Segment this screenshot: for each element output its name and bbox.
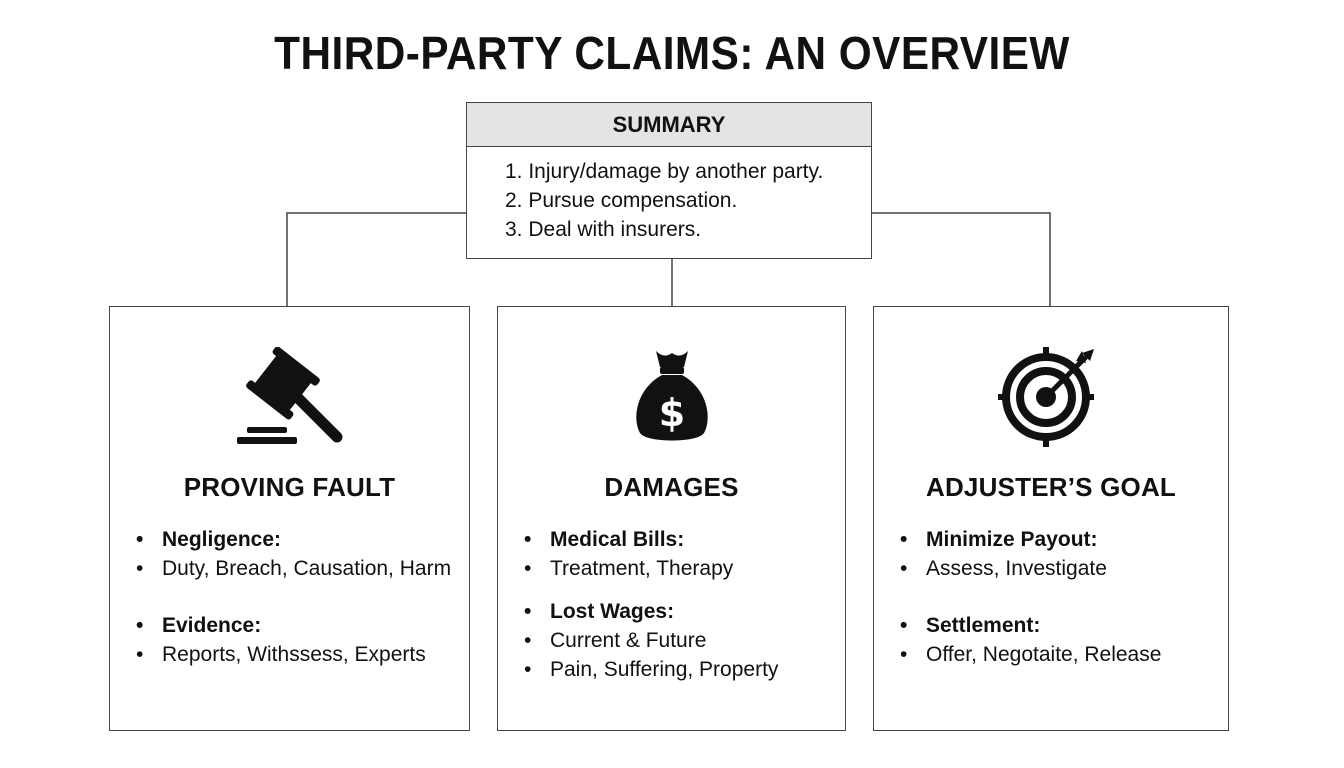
list-item: •Duty, Breach, Causation, Harm [136,557,452,580]
list-item: •Pain, Suffering, Property [524,658,779,681]
page-title: THIRD-PARTY CLAIMS: AN OVERVIEW [274,27,1070,79]
list-item: •Offer, Negotaite, Release [900,643,1162,666]
summary-box: SUMMARY 1. Injury/damage by another part… [466,102,872,259]
summary-list: 1. Injury/damage by another party. 2. Pu… [467,157,871,244]
summary-heading: SUMMARY [467,103,871,147]
card-heading: PROVING FAULT [183,472,396,502]
card-adjusters-goal: ADJUSTER’S GOAL •Minimize Payout: •Asses… [873,306,1229,731]
summary-item: 2. Pursue compensation. [505,189,738,212]
list-item: •Settlement: [900,614,1041,637]
summary-item: 1. Injury/damage by another party. [505,160,824,183]
connector-left [286,212,466,306]
list-item: •Assess, Investigate [900,557,1107,580]
money-bag-icon: $ [498,347,845,447]
card-list: •Medical Bills: •Treatment, Therapy •Los… [524,525,778,684]
list-item: •Medical Bills: [524,528,685,551]
card-list: •Negligence: •Duty, Breach, Causation, H… [136,525,451,669]
list-item: •Lost Wages: [524,600,675,623]
gavel-icon [110,347,469,447]
card-heading: DAMAGES [604,472,739,502]
list-item: •Current & Future [524,629,707,652]
connector-right [872,212,1051,306]
card-damages: $ DAMAGES •Medical Bills: •Treatment, Th… [497,306,846,731]
list-item: •Reports, Withssess, Experts [136,643,426,666]
target-icon [874,347,1228,447]
list-item: •Treatment, Therapy [524,557,734,580]
list-item: •Minimize Payout: [900,528,1098,551]
card-heading: ADJUSTER’S GOAL [925,472,1177,502]
svg-text:$: $ [658,391,684,435]
card-proving-fault: PROVING FAULT •Negligence: •Duty, Breach… [109,306,470,731]
list-item: •Negligence: [136,528,282,551]
summary-item: 3. Deal with insurers. [505,218,702,241]
card-list: •Minimize Payout: •Assess, Investigate •… [900,525,1161,669]
list-item: •Evidence: [136,614,262,637]
